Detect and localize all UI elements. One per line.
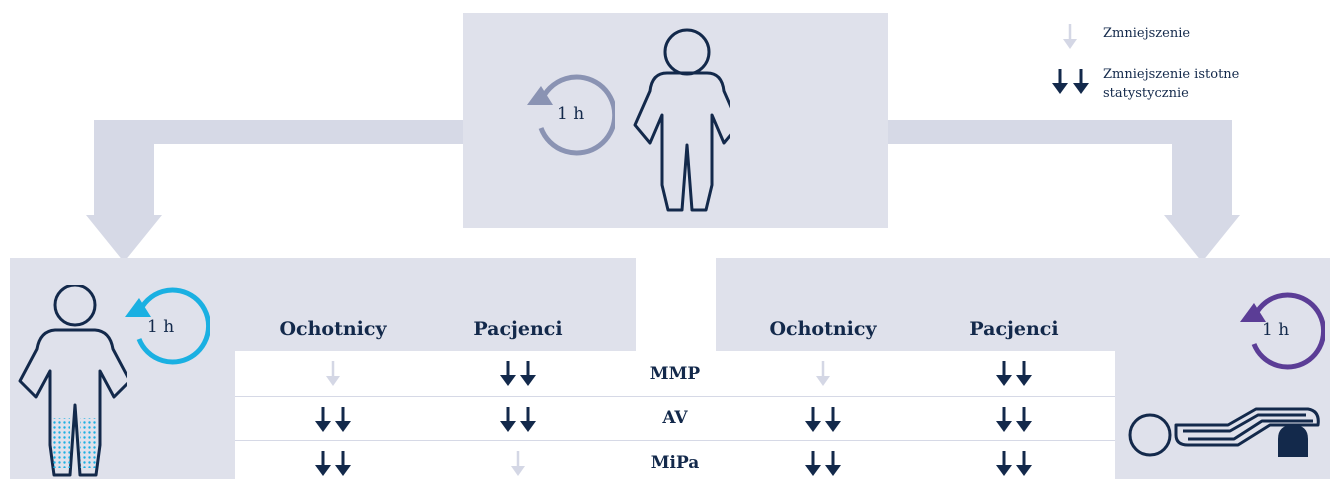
row-label-mmp: MMP bbox=[649, 364, 701, 384]
significant-decrease-icon bbox=[1052, 69, 1089, 94]
clock-cyan-icon bbox=[125, 287, 210, 365]
person-stockings-icon bbox=[18, 285, 127, 477]
row-divider bbox=[235, 396, 1115, 397]
row-divider bbox=[235, 440, 1115, 441]
significant-decrease-icon bbox=[996, 451, 1032, 476]
reclining-person-icon bbox=[1128, 407, 1320, 457]
significant-decrease-icon bbox=[805, 451, 841, 476]
person-icon bbox=[633, 28, 730, 212]
row-label-mipa: MiPa bbox=[650, 453, 700, 473]
significant-decrease-icon bbox=[996, 407, 1032, 432]
left-connector-arrow bbox=[86, 120, 465, 262]
decrease-arrow-icon bbox=[326, 361, 340, 386]
significant-decrease-icon bbox=[315, 451, 351, 476]
legend-decrease-label: Zmniejszenie bbox=[1103, 26, 1191, 41]
right-connector-arrow bbox=[887, 120, 1240, 262]
decrease-arrow-icon bbox=[511, 451, 525, 476]
significant-decrease-icon bbox=[500, 361, 536, 386]
col-head-right-patients: Pacjenci bbox=[969, 318, 1059, 340]
clock-purple-icon bbox=[1240, 292, 1325, 370]
top-timer-label: 1 h bbox=[557, 104, 585, 124]
significant-decrease-icon bbox=[805, 407, 841, 432]
decrease-arrow-icon bbox=[816, 361, 830, 386]
col-head-left-volunteers: Ochotnicy bbox=[279, 318, 387, 340]
clock-icon bbox=[527, 74, 615, 156]
legend-significant-line1: Zmniejszenie istotne bbox=[1103, 67, 1240, 82]
table-body bbox=[235, 351, 1115, 479]
right-timer-label: 1 h bbox=[1262, 320, 1290, 340]
decrease-arrow-icon bbox=[1063, 24, 1077, 49]
top-panel bbox=[463, 13, 888, 228]
legend-significant-line2: statystycznie bbox=[1103, 86, 1189, 101]
col-head-left-patients: Pacjenci bbox=[473, 318, 563, 340]
significant-decrease-icon bbox=[315, 407, 351, 432]
significant-decrease-icon bbox=[500, 407, 536, 432]
col-head-right-volunteers: Ochotnicy bbox=[769, 318, 877, 340]
left-timer-label: 1 h bbox=[147, 317, 175, 337]
significant-decrease-icon bbox=[996, 361, 1032, 386]
row-label-av: AV bbox=[662, 408, 688, 428]
